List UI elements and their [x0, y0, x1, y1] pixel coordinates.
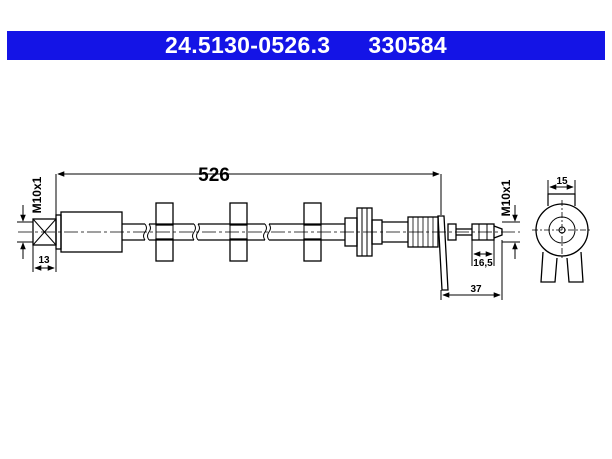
right-nut [471, 223, 495, 241]
right-nut-tip [493, 225, 503, 239]
dim-15-label: 15 [556, 176, 568, 187]
break-mark-5 [263, 223, 267, 241]
mounting-bracket [437, 215, 449, 291]
break-mark-4 [196, 223, 200, 241]
end-view-leg-right [566, 251, 584, 283]
dim-16-5-label: 16,5 [473, 258, 493, 269]
clip-1-top [155, 202, 174, 226]
left-crimp-sleeve [60, 211, 123, 253]
break-mark-2 [147, 223, 151, 241]
clip-2-bottom [229, 238, 248, 262]
end-view-top-tab [547, 193, 576, 206]
part-number: 24.5130-0526.3 [165, 32, 331, 58]
end-view-leg-left [540, 251, 558, 283]
clip-2-top [229, 202, 248, 226]
dim-13-label: 13 [38, 255, 50, 266]
dim-37-label: 37 [470, 284, 482, 295]
clip-3-top [303, 202, 322, 226]
left-hex-cross-2 [32, 218, 57, 246]
left-thread-label: M10x1 [30, 176, 44, 213]
dim-526-label: 526 [198, 165, 230, 186]
break-mark-1 [143, 223, 147, 241]
break-mark-3 [192, 223, 196, 241]
clip-3-bottom [303, 238, 322, 262]
reference-number: 330584 [368, 32, 447, 58]
title-bar: 24.5130-0526.3 330584 [7, 31, 605, 60]
break-mark-6 [267, 223, 271, 241]
right-washer [447, 223, 457, 241]
clip-1-bottom [155, 238, 174, 262]
right-step [371, 219, 383, 245]
right-thread-label: M10x1 [499, 179, 513, 216]
